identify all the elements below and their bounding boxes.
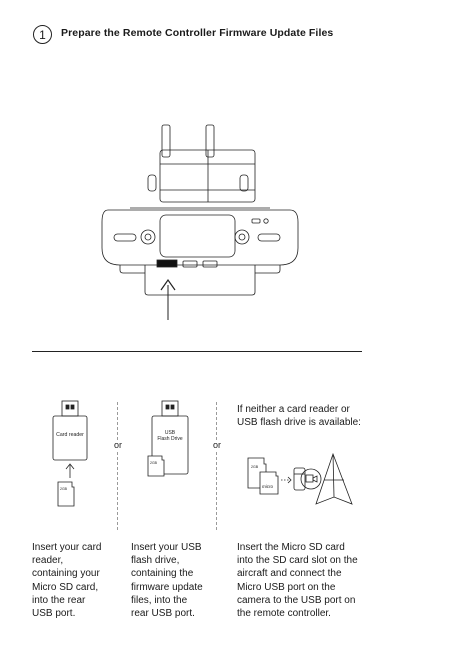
svg-text:2GB: 2GB [60, 487, 68, 491]
card-reader-usb-plug [61, 400, 79, 417]
hdmi-port [202, 260, 218, 268]
indicator-led [263, 218, 269, 224]
caption-line: Micro USB port on the [237, 581, 336, 593]
caption-line: USB port. [32, 608, 76, 620]
or-label-2: or [212, 440, 223, 450]
caption-line: reader, [32, 555, 64, 567]
usb-drive-label-line1: USB [165, 430, 176, 436]
left-dial [147, 174, 157, 192]
micro-sd-card-icon [247, 457, 267, 489]
card-reader-caption: Insert your card reader, containing your… [32, 541, 101, 620]
usb-port [156, 259, 178, 268]
controller-grip [144, 265, 256, 296]
svg-text:2GB: 2GB [150, 461, 158, 465]
usb-drive-label-line2: Flash Drive [157, 436, 183, 442]
usb-drive-body [151, 415, 189, 475]
caption-line: rear USB port. [131, 608, 195, 620]
center-panel [159, 214, 236, 258]
usb-drive-caption: Insert your USB flash drive, containing … [131, 541, 203, 620]
right-dial [239, 174, 249, 192]
left-antenna-post [161, 124, 171, 158]
video-camera-icon [305, 474, 314, 483]
note-line: If neither a card reader or [237, 404, 350, 415]
caption-line: Micro SD card, [32, 581, 99, 593]
remote-controller-illustration [101, 124, 299, 320]
svg-text:micro: micro [262, 484, 273, 489]
card-reader-label: Card reader [56, 432, 84, 438]
step-number-badge: 1 [33, 25, 52, 44]
micro-usb-port [182, 260, 198, 268]
caption-line: files, into the [131, 594, 188, 606]
left-stick [140, 229, 156, 245]
option-separator-1 [117, 402, 118, 530]
caption-line: flash drive, [131, 555, 180, 567]
camera-port-circle [300, 468, 322, 490]
caption-line: Insert your USB [131, 542, 202, 553]
card-reader-body [52, 415, 88, 461]
caption-line: the remote controller. [237, 608, 331, 620]
card-reader-illustration: Card reader 2GB [52, 400, 88, 507]
option-separator-2 [216, 402, 217, 530]
caption-line: aircraft and connect the [237, 568, 342, 580]
usb-flash-drive-illustration: USB Flash Drive 2GB [147, 400, 189, 477]
usb-plug [161, 400, 179, 417]
section-divider [32, 351, 362, 352]
caption-line: containing the [131, 568, 194, 580]
caption-line: containing your [32, 568, 100, 580]
micro-sd-card-icon [259, 471, 279, 495]
mobile-holder [159, 149, 256, 203]
micro-sd-card-icon [147, 455, 165, 477]
note-line: USB flash drive is available: [237, 417, 361, 429]
or-label-1: or [113, 440, 124, 450]
right-antenna-post [205, 124, 215, 158]
sd-to-aircraft-illustration: 2GB micro [247, 452, 353, 505]
caption-line: into the rear [32, 594, 86, 606]
caption-line: camera to the USB port on [237, 594, 356, 606]
caption-line: Insert the Micro SD card [237, 542, 345, 553]
fallback-condition-note: If neither a card reader or USB flash dr… [237, 403, 361, 429]
sd-direct-caption: Insert the Micro SD card into the SD car… [237, 541, 358, 620]
left-stick-well [113, 233, 137, 242]
sd-slot-icon [293, 467, 306, 491]
svg-text:2GB: 2GB [251, 465, 259, 469]
step-title: Prepare the Remote Controller Firmware U… [61, 27, 334, 39]
caption-line: firmware update [131, 581, 203, 593]
caption-line: Insert your card [32, 542, 102, 553]
micro-sd-card-icon [57, 481, 75, 507]
caption-line: into the SD card slot on the [237, 555, 358, 567]
right-stick-well [257, 233, 281, 242]
right-stick [234, 229, 250, 245]
